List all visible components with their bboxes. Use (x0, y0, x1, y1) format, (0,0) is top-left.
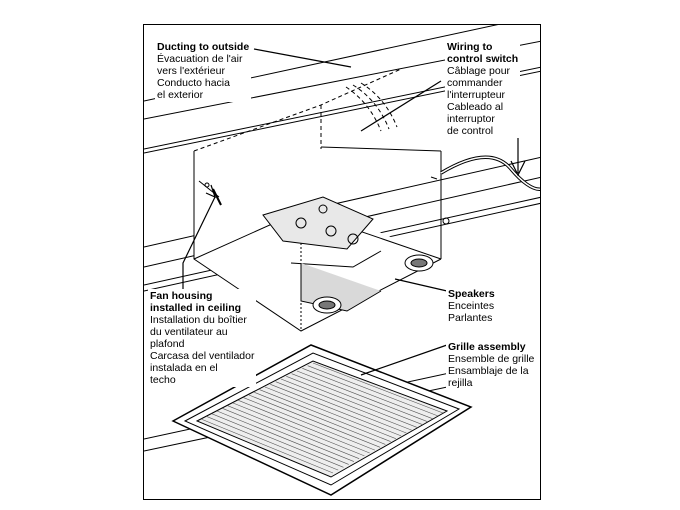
label-ducting-to-outside: Ducting to outside Évacuation de l'air v… (155, 40, 252, 102)
wiring-fr-line-3: l'interrupteur (447, 89, 506, 101)
grille-louver (312, 362, 444, 414)
grille-louver (286, 376, 417, 428)
grille-louver (206, 416, 339, 471)
illustration-frame: Ducting to outside Évacuation de l'air v… (143, 24, 541, 500)
grille-louver (275, 381, 407, 434)
ducting-es-line-2: el exterior (157, 89, 204, 101)
label-speakers: Speakers Enceintes Parlantes (446, 287, 497, 325)
fan-housing-title-line-2: installed in ceiling (150, 302, 242, 314)
wiring-fr-line-1: Câblage pour (447, 65, 511, 77)
ducting-title: Ducting to outside (157, 41, 250, 53)
ducting-es-line-1: Conducto hacia (157, 77, 230, 89)
ducting-fr-line-2: vers l'extérieur (157, 65, 225, 77)
grille-louver (227, 405, 360, 459)
grille-louver (243, 397, 376, 451)
grille-louver (307, 365, 438, 417)
wiring-es-line-1: Cableado al (447, 101, 504, 113)
speakers (312, 254, 434, 314)
fan-housing-fr-line-1: Installation du boîtier (150, 314, 247, 326)
wiring-es-line-2: interruptor (447, 113, 495, 125)
speakers-es: Parlantes (448, 312, 493, 324)
grille-louver (296, 370, 428, 422)
grille-louver (302, 368, 433, 419)
grille-louver (270, 384, 402, 437)
ducting-fr-line-1: Évacuation de l'air (157, 53, 243, 65)
grille-louver (216, 410, 349, 465)
grille-fr: Ensemble de grille (448, 353, 535, 365)
grille-es: Ensamblaje de la rejilla (448, 365, 529, 389)
fan-housing-fr-line-2: du ventilateur au (150, 326, 228, 338)
grille-louver (291, 373, 423, 425)
leader-lines (182, 48, 526, 376)
grille-louver (264, 386, 396, 439)
wiring-es-line-3: de control (447, 125, 494, 137)
grille-louver (280, 378, 412, 431)
grille-louver (259, 389, 391, 442)
fan-housing-es-line-2: instalada en el (150, 362, 218, 374)
grille-louver (238, 400, 370, 454)
label-wiring-to-control-switch: Wiring to control switch Câblage pour co… (445, 40, 521, 138)
grille-louver (222, 408, 355, 462)
grille-louvers (200, 362, 444, 474)
grille-louver (254, 392, 386, 445)
wiring-title-line-2: control switch (447, 53, 519, 65)
fan-housing-es-line-1: Carcasa del ventilador (150, 350, 255, 362)
grille-louver (232, 402, 365, 457)
wiring-title-line-1: Wiring to (447, 41, 493, 53)
grille-louver (211, 413, 344, 468)
label-grille-assembly: Grille assembly Ensemble de grille Ensam… (446, 340, 540, 390)
fan-installation-drawing (144, 25, 540, 496)
fan-housing-fr-line-3: plafond (150, 338, 185, 350)
grille-louver (200, 418, 334, 474)
label-fan-housing: Fan housing installed in ceiling Install… (148, 289, 257, 387)
wiring-cable (440, 155, 540, 191)
fan-housing-es-line-3: techo (150, 374, 176, 386)
fan-housing-title-line-1: Fan housing (150, 290, 213, 302)
wiring-fr-line-2: commander (447, 77, 503, 89)
speakers-fr: Enceintes (448, 300, 495, 312)
grille-title: Grille assembly (448, 341, 526, 353)
grille-louver (248, 394, 381, 448)
speakers-title: Speakers (448, 288, 495, 300)
